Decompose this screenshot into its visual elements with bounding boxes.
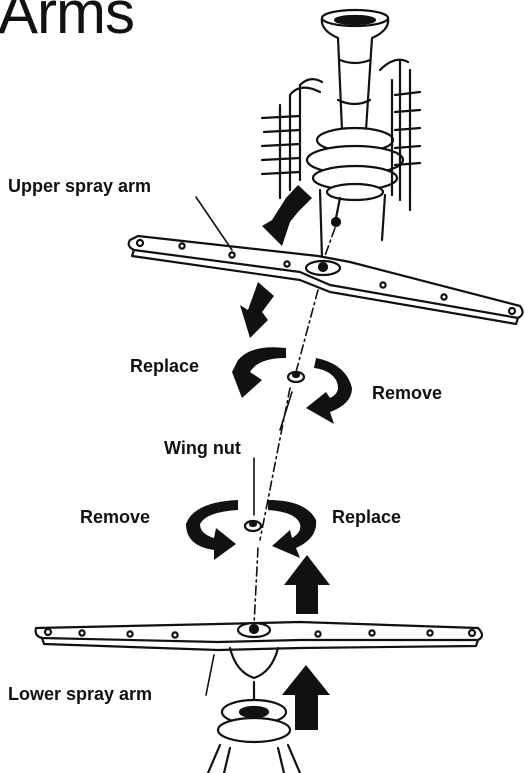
down-arrow-icon	[240, 282, 274, 338]
rotate-arrow-icon	[268, 500, 316, 558]
label-wing-nut: Wing nut	[164, 438, 241, 459]
wing-nut-bottom	[245, 458, 261, 531]
up-arrow-icon	[284, 555, 330, 614]
lower-hub	[208, 682, 300, 773]
up-arrow-icon	[282, 665, 330, 730]
down-arrow-icon	[262, 185, 312, 246]
rotate-arrow-icon	[306, 358, 352, 424]
rotate-arrow-icon	[186, 500, 238, 560]
label-replace-bottom: Replace	[332, 507, 401, 528]
upper-spray-arm	[129, 197, 523, 324]
label-lower-spray-arm: Lower spray arm	[8, 684, 152, 705]
label-remove-bottom: Remove	[80, 507, 150, 528]
label-upper-spray-arm: Upper spray arm	[8, 176, 151, 197]
label-replace-top: Replace	[130, 356, 199, 377]
label-remove-top: Remove	[372, 383, 442, 404]
center-line	[254, 228, 335, 625]
rotate-arrow-icon	[232, 347, 286, 398]
